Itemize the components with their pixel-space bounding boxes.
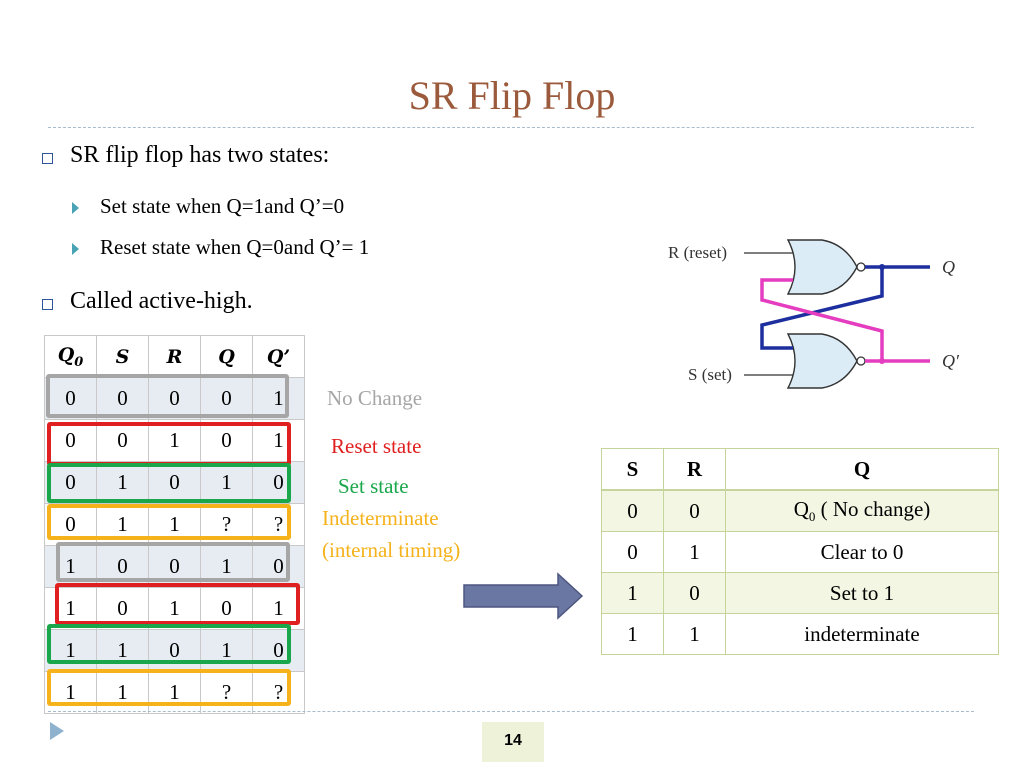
table-cell: 0 (601, 531, 664, 573)
nor-gate-bottom (786, 333, 858, 389)
inverter-bubble-icon (856, 262, 866, 272)
table-row: 0 1 Clear to 0 (601, 531, 999, 573)
sub-bullet-text: Reset state when Q=0and Q’= 1 (100, 235, 370, 259)
note-indeterminate: Indeterminate (322, 506, 439, 530)
table-cell: 1 (200, 629, 253, 672)
summary-header-row: S R Q (601, 448, 999, 491)
highlight-reset-2 (55, 583, 300, 625)
col-header-s: S (601, 448, 664, 491)
table-cell: Q0 ( No change) (725, 489, 999, 532)
table-cell: 0 (44, 461, 97, 504)
table-cell: 0 (44, 377, 97, 420)
table-cell: Set to 1 (725, 572, 999, 614)
table-cell: 0 (663, 489, 726, 532)
table-cell: 1 (44, 545, 97, 588)
sub-bullet-set-state: Set state when Q=1and Q’=0 (72, 194, 572, 222)
square-bullet-icon (42, 153, 53, 164)
next-slide-icon[interactable] (50, 722, 64, 740)
page-number: 14 (482, 722, 544, 762)
highlight-set (47, 463, 291, 503)
bullet-active-high: Called active-high. (42, 288, 542, 320)
truth-table-header: Q0 S R Q Q’ (44, 335, 305, 378)
table-cell: indeterminate (725, 613, 999, 655)
bullet-states: SR flip flop has two states: (42, 142, 542, 174)
q-output-label: Q (942, 257, 955, 277)
table-cell: 0 (601, 489, 664, 532)
col-header-qbar: Q’ (252, 335, 305, 378)
table-cell: 1 (148, 419, 201, 462)
note-set-state: Set state (338, 474, 409, 498)
col-header-q0: Q0 (44, 335, 97, 378)
sr-summary-table: S R Q 0 0 Q0 ( No change) 0 1 Clear to 0… (601, 448, 999, 655)
title-divider (48, 127, 974, 128)
square-bullet-icon (42, 299, 53, 310)
highlight-indeterminate-2 (47, 669, 291, 706)
bullet-text: SR flip flop has two states: (70, 142, 330, 168)
bullet-text: Called active-high. (70, 288, 253, 314)
table-row: 0 0 Q0 ( No change) (601, 489, 999, 532)
sub-bullet-reset-state: Reset state when Q=0and Q’= 1 (72, 235, 572, 263)
table-cell: 0 (252, 629, 305, 672)
col-header-r: R (663, 448, 726, 491)
table-cell: 1 (96, 629, 149, 672)
table-cell: ? (200, 671, 253, 714)
s-set-label: S (set) (688, 365, 732, 384)
table-row: 1 0 Set to 1 (601, 572, 999, 614)
col-header-s: S (96, 335, 149, 378)
r-reset-label: R (reset) (668, 243, 727, 262)
triangle-bullet-icon (72, 243, 79, 255)
col-header-q: Q (200, 335, 253, 378)
qbar-output-label: Q′ (942, 351, 960, 371)
table-cell: 0 (200, 377, 253, 420)
table-row: 1 1 indeterminate (601, 613, 999, 655)
table-cell: 0 (663, 572, 726, 614)
highlight-indeterminate (47, 504, 291, 540)
table-cell: 0 (148, 461, 201, 504)
highlight-reset (47, 422, 291, 466)
table-cell: 1 (663, 531, 726, 573)
table-cell: 1 (148, 671, 201, 714)
table-cell: 1 (663, 613, 726, 655)
highlight-no-change-2 (56, 542, 290, 582)
highlight-set-2 (47, 624, 291, 664)
note-reset-state: Reset state (331, 434, 422, 458)
triangle-bullet-icon (72, 202, 79, 214)
page-title: SR Flip Flop (408, 73, 616, 118)
col-header-q: Q (725, 448, 999, 491)
q-feedback-wire (760, 267, 884, 350)
qbar-feedback-wire (760, 278, 884, 361)
table-cell: 1 (96, 461, 149, 504)
table-cell: 1 (601, 572, 664, 614)
table-cell: 1 (252, 377, 305, 420)
table-cell: 1 (601, 613, 664, 655)
note-no-change: No Change (327, 386, 423, 410)
right-arrow-icon (463, 572, 584, 620)
note-internal-timing: (internal timing) (322, 538, 461, 562)
junction-dot (879, 264, 885, 270)
table-cell: Clear to 0 (725, 531, 999, 573)
footer-divider (48, 711, 974, 712)
table-cell: 0 (96, 377, 149, 420)
highlight-no-change (46, 374, 289, 418)
col-header-r: R (148, 335, 201, 378)
table-cell: 0 (148, 629, 201, 672)
junction-dot (879, 358, 885, 364)
inverter-bubble-icon (856, 356, 866, 366)
sub-bullet-text: Set state when Q=1and Q’=0 (100, 194, 345, 218)
sr-latch-nor-diagram: R (reset) S (set) Q Q′ (668, 239, 960, 389)
nor-gate-top (786, 239, 858, 295)
